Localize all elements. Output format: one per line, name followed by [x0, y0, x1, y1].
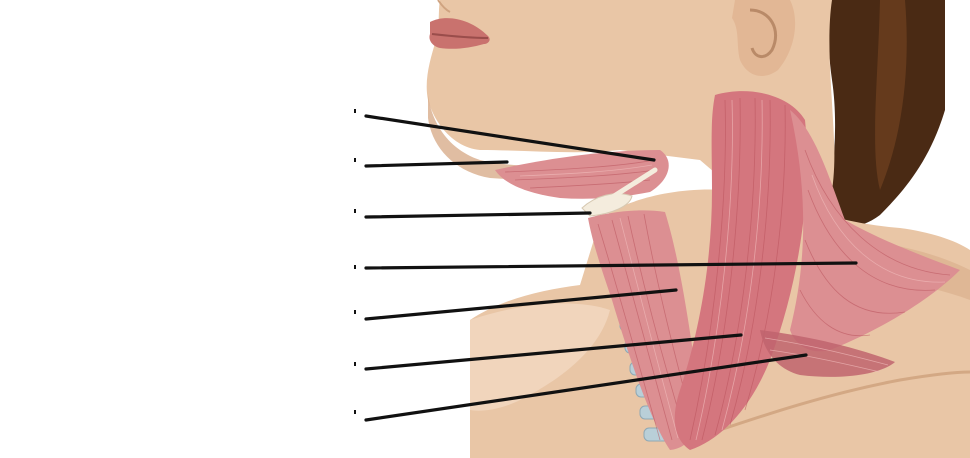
clavicle-ridge	[689, 370, 970, 442]
leader-lines	[364, 114, 858, 422]
label-tick-2	[354, 158, 356, 162]
label-ticks	[354, 109, 356, 414]
leader-line-4	[364, 261, 858, 270]
lip-line	[431, 33, 489, 39]
shoulder-shadow	[470, 303, 610, 411]
label-tick-3	[354, 209, 356, 213]
sternocleidomastoid	[674, 91, 807, 450]
ear	[732, 0, 796, 76]
hyoid-bone	[581, 193, 633, 217]
leader-line-3	[364, 211, 592, 219]
digastric-tendon	[597, 167, 658, 208]
hair-highlight	[875, 0, 907, 190]
ear-inner	[749, 8, 778, 58]
leader-line-5	[364, 288, 678, 321]
label-tick-1	[354, 109, 356, 113]
posterior-neck-muscles	[790, 110, 960, 352]
leader-line-6	[364, 333, 743, 371]
posterior-neck-fibers	[799, 149, 951, 337]
leader-line-1	[364, 114, 656, 162]
leader-line-7	[364, 353, 808, 422]
nose-tip	[437, 0, 451, 13]
label-tick-4	[354, 265, 356, 269]
label-tick-5	[354, 310, 356, 314]
omohyoid-fibers	[764, 337, 889, 373]
suprahyoid-fibers	[504, 159, 656, 189]
lips	[429, 18, 490, 49]
label-tick-7	[354, 410, 356, 414]
leader-line-2	[364, 160, 509, 168]
label-tick-6	[354, 362, 356, 366]
omohyoid-inferior	[760, 330, 895, 377]
